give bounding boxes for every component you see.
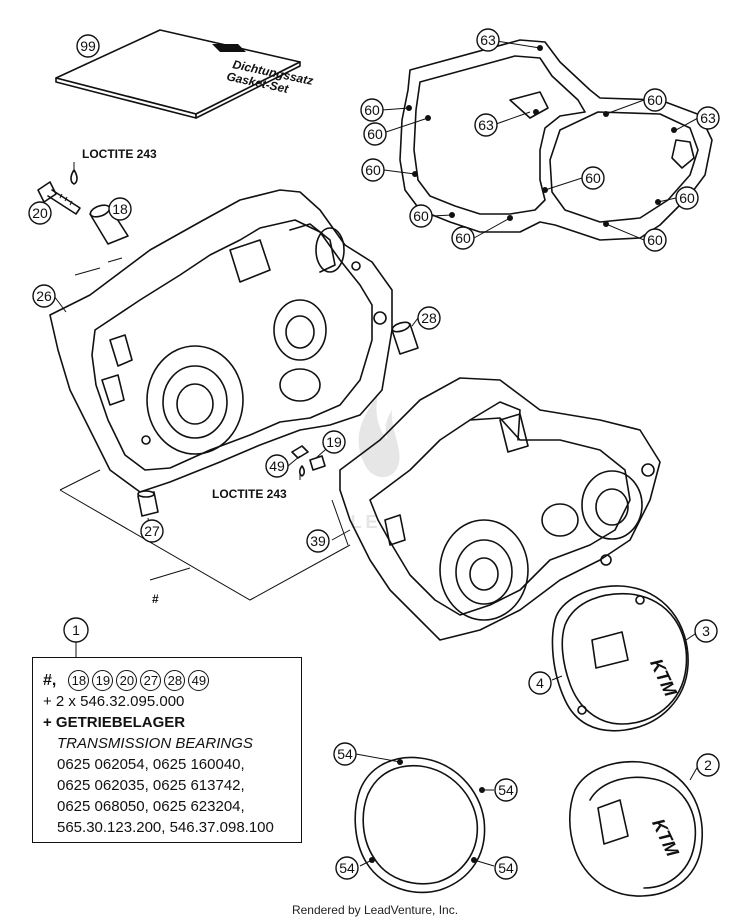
callout-3: 3 (694, 619, 718, 643)
kit-line-part-numbers-1: 0625 062054, 0625 160040, (57, 756, 245, 773)
svg-text:20: 20 (32, 205, 48, 221)
callout-2: 2 (696, 753, 720, 777)
kit-line-part-numbers-4: 565.30.123.200, 546.37.098.100 (57, 819, 274, 836)
svg-text:26: 26 (36, 288, 52, 304)
svg-text:60: 60 (364, 102, 380, 118)
svg-text:54: 54 (339, 860, 355, 876)
callout-4: 4 (528, 671, 552, 695)
callout-49: 49 (265, 454, 289, 478)
svg-text:63: 63 (478, 117, 494, 133)
kit-line-extra: + 2 x 546.32.095.000 (43, 693, 185, 710)
alignment-lines (59, 469, 351, 601)
ignition-cover-gasket-and-cover: KTM (551, 585, 689, 732)
screw-and-sleeve (37, 169, 129, 245)
svg-text:28: 28 (421, 310, 437, 326)
callout-19: 19 (322, 430, 346, 454)
callout-1: 1 (63, 617, 89, 643)
callout-60-4: 60 (409, 204, 433, 228)
callout-54-3: 54 (335, 856, 359, 880)
kit-line-getriebelager: + GETRIEBELAGER (43, 714, 186, 731)
callout-54-4: 54 (494, 856, 518, 880)
callout-60-1: 60 (360, 98, 384, 122)
svg-text:63: 63 (480, 32, 496, 48)
left-crankcase-half (49, 189, 393, 493)
kit-line-transmission-bearings: TRANSMISSION BEARINGS (57, 735, 253, 752)
svg-text:49: 49 (269, 458, 285, 474)
svg-text:60: 60 (413, 208, 429, 224)
kit-item-28: 28 (164, 670, 186, 691)
svg-text:63: 63 (700, 110, 716, 126)
callout-60-7: 60 (643, 88, 667, 112)
kit-contents-box: #, 18 19 20 27 28 49 + 2 x 546.32.095.00… (32, 657, 302, 843)
callout-20: 20 (28, 201, 52, 225)
kit-item-19: 19 (92, 670, 114, 691)
callout-60-5: 60 (451, 226, 475, 250)
callout-63-right: 63 (696, 106, 720, 130)
svg-text:39: 39 (310, 533, 326, 549)
svg-text:60: 60 (365, 162, 381, 178)
svg-text:3: 3 (702, 623, 710, 639)
callout-54-1: 54 (333, 742, 357, 766)
callout-99: 99 (76, 34, 100, 58)
bushings-and-small-parts (137, 321, 419, 517)
svg-text:60: 60 (455, 230, 471, 246)
footer-credit: Rendered by LeadVenture, Inc. (291, 903, 459, 917)
callout-60-3: 60 (361, 158, 385, 182)
callout-60-6: 60 (581, 166, 605, 190)
svg-text:1: 1 (72, 622, 80, 638)
svg-text:54: 54 (498, 860, 514, 876)
svg-text:60: 60 (367, 126, 383, 142)
svg-text:27: 27 (144, 523, 160, 539)
svg-text:19: 19 (326, 434, 342, 450)
svg-text:99: 99 (80, 38, 96, 54)
svg-text:60: 60 (585, 170, 601, 186)
cover-gasket (354, 756, 486, 894)
kit-line-part-numbers-3: 0625 068050, 0625 623204, (57, 798, 245, 815)
callout-60-8: 60 (675, 186, 699, 210)
kit-item-18: 18 (68, 670, 90, 691)
callout-26: 26 (32, 284, 56, 308)
svg-text:2: 2 (704, 757, 712, 773)
svg-text:60: 60 (679, 190, 695, 206)
kit-line-part-numbers-2: 0625 062035, 0625 613742, (57, 777, 245, 794)
callout-63-top: 63 (476, 28, 500, 52)
loctite-label-mid: LOCTITE 243 (212, 487, 287, 501)
svg-text:18: 18 (112, 201, 128, 217)
callout-60-9: 60 (643, 228, 667, 252)
outer-ignition-cover: KTM (568, 760, 703, 897)
callout-60-2: 60 (363, 122, 387, 146)
svg-text:54: 54 (337, 746, 353, 762)
callout-39: 39 (306, 529, 330, 553)
callout-28: 28 (417, 306, 441, 330)
callout-18: 18 (108, 197, 132, 221)
callout-63-mid: 63 (474, 113, 498, 137)
crankcase-gasket (399, 39, 713, 241)
kit-item-27: 27 (140, 670, 162, 691)
kit-item-49: 49 (188, 670, 210, 691)
hash-label: # (152, 592, 159, 606)
svg-text:54: 54 (498, 782, 514, 798)
gasket-set-card: Dichtungssatz Gasket-Set (55, 29, 315, 119)
kit-hash-prefix: #, (43, 672, 57, 689)
right-crankcase-half (339, 377, 661, 641)
callout-27: 27 (140, 519, 164, 543)
svg-text:4: 4 (536, 675, 544, 691)
kit-row-items: #, 18 19 20 27 28 49 (43, 670, 301, 691)
svg-text:60: 60 (647, 92, 663, 108)
svg-text:60: 60 (647, 232, 663, 248)
kit-item-20: 20 (116, 670, 138, 691)
callout-54-2: 54 (494, 778, 518, 802)
loctite-label-top: LOCTITE 243 (82, 147, 157, 161)
